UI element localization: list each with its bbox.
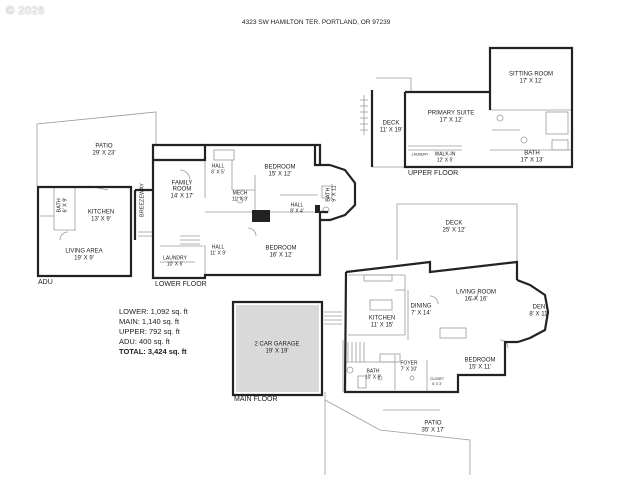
room-laundry-upper: LAUNDRY (411, 152, 429, 157)
main-floor-walls (343, 271, 518, 394)
garage-walls (231, 300, 324, 397)
area-main: MAIN: 1,140 sq. ft (119, 317, 180, 326)
floor-label-main: MAIN FLOOR (234, 396, 278, 403)
deck-outline-upper (376, 77, 412, 92)
floor-label-adu: ADU (38, 279, 53, 286)
patio-outline-lower (36, 111, 157, 186)
garage-floor (236, 305, 319, 392)
floor-label-upper: UPPER FLOOR (408, 170, 459, 177)
area-adu: ADU: 400 sq. ft (119, 337, 170, 346)
area-summary: LOWER: 1,092 sq. ft MAIN: 1,140 sq. ft U… (119, 307, 188, 357)
mech-block (252, 210, 270, 222)
upper-floor-walls (403, 92, 462, 169)
deck-outline-main (396, 203, 518, 262)
area-lower: LOWER: 1,092 sq. ft (119, 307, 188, 316)
watermark: © 2026 (6, 5, 45, 17)
property-address: 4323 SW HAMILTON TER. PORTLAND, OR 97239 (242, 19, 391, 26)
area-upper: UPPER: 792 sq. ft (119, 327, 180, 336)
adu-walls (36, 185, 133, 278)
room-breezeway: BREEZEWAY (139, 183, 146, 217)
area-total: TOTAL: 3,424 sq. ft (119, 347, 187, 356)
floor-label-lower: LOWER FLOOR (155, 281, 207, 288)
patio-outline-main (324, 392, 471, 475)
